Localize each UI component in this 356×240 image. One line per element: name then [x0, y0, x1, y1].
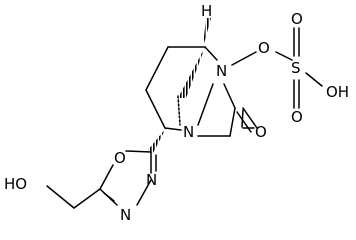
molecule-structure-diagram: H N N O S O O OH O O N N HO [4, 2, 349, 224]
oxadiazole-bonds [46, 150, 157, 209]
molecule-drawing: H N N O S O O OH O O N N HO [4, 2, 349, 224]
nitrogen-ring-label: N [216, 62, 227, 80]
nitrogen-bridgehead-label: N [183, 123, 194, 141]
sulfate-oxygen-bottom-label: O [291, 108, 303, 126]
bicyclic-core-bonds [145, 46, 255, 137]
sulfate-bonds [231, 27, 323, 109]
sulfate-oxygen-top-label: O [291, 10, 303, 28]
oxadiazole-nitrogen-1-label: N [120, 206, 131, 224]
stereo-bonds [148, 18, 211, 153]
hydroxymethyl-label: HO [4, 175, 27, 193]
oxadiazole-oxygen-label: O [114, 149, 126, 167]
sulfur-label: S [291, 59, 301, 77]
hydrogen-label: H [201, 2, 212, 20]
oxadiazole-nitrogen-2-label: N [146, 171, 157, 189]
carbonyl-oxygen-label: O [255, 123, 267, 141]
carbonyl-bonds [236, 107, 258, 133]
oxygen-link-label: O [258, 39, 270, 57]
sulfate-hydroxyl-label: OH [326, 83, 349, 101]
